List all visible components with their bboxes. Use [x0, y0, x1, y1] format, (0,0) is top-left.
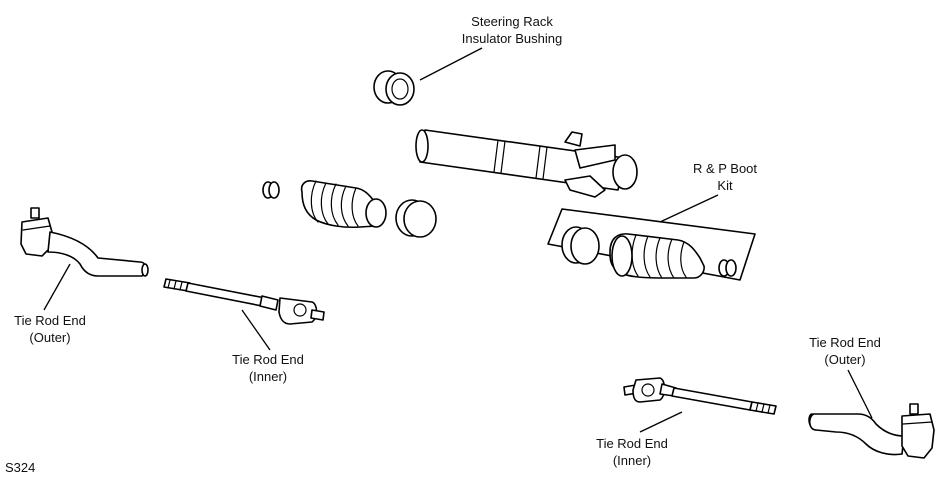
bushing-label-line2: Insulator Bushing — [462, 31, 562, 46]
left-outer-label-line1: Tie Rod End — [14, 313, 86, 328]
right-inner-tie-rod-end-part — [623, 377, 777, 415]
left-rack-boot — [300, 180, 387, 229]
boot-kit-label-line1: R & P Boot — [693, 161, 757, 176]
right-outer-leader-line — [847, 369, 873, 419]
left-outer-tie-rod-end-part — [20, 207, 149, 277]
boot-kit-label-line2: Kit — [717, 178, 733, 193]
boot-kit-rack-boot — [609, 233, 705, 279]
left-boot-clamp-large — [395, 199, 437, 238]
bushing-label-line1: Steering Rack — [471, 14, 553, 29]
figure-code: S324 — [5, 460, 35, 475]
left-inner-tie-rod-end-part — [163, 278, 325, 325]
right-inner-label-line1: Tie Rod End — [596, 436, 668, 451]
left-outer-label-line2: (Outer) — [29, 330, 70, 345]
left-inner-label-line1: Tie Rod End — [232, 352, 304, 367]
right-outer-label-line2: (Outer) — [824, 352, 865, 367]
boot-kit-clamp-small — [718, 259, 737, 277]
boot-kit-frame — [547, 208, 756, 281]
steering-rack-housing-part — [415, 129, 638, 198]
right-outer-tie-rod-end-part — [808, 403, 935, 459]
left-boot-clamp-small — [262, 181, 280, 199]
left-inner-leader-line — [241, 309, 271, 351]
boot-kit-leader-line — [659, 194, 719, 223]
right-inner-label-line2: (Inner) — [613, 453, 651, 468]
bushing-leader-line — [419, 47, 483, 81]
left-outer-leader-line — [43, 263, 71, 311]
right-outer-label-line1: Tie Rod End — [809, 335, 881, 350]
right-inner-leader-line — [639, 411, 683, 433]
boot-kit-clamp-large — [561, 226, 600, 265]
left-inner-label-line2: (Inner) — [249, 369, 287, 384]
insulator-bushing-part — [373, 70, 415, 106]
